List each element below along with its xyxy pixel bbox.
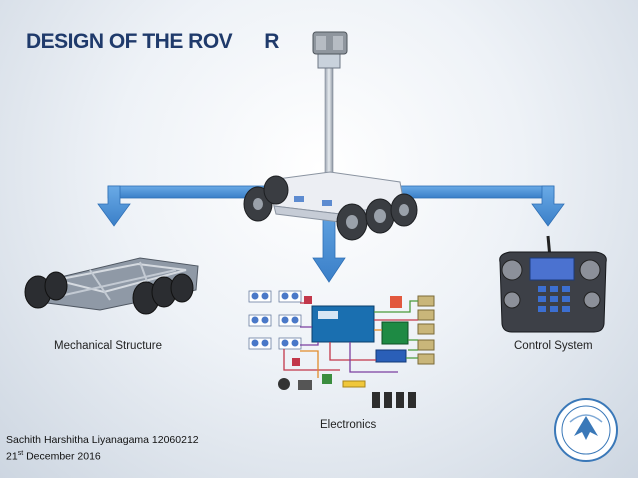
date-suffix: st bbox=[17, 450, 24, 457]
author-name: Sachith Harshitha Liyanagama 12060212 bbox=[6, 434, 199, 446]
mechanical-structure-image bbox=[24, 257, 199, 315]
label-mechanical-structure: Mechanical Structure bbox=[54, 340, 163, 352]
date-rest: December 2016 bbox=[26, 450, 101, 463]
arrow-left bbox=[97, 185, 131, 227]
slide-title: DESIGN OF THE ROV R bbox=[26, 30, 279, 54]
label-electronics: Electronics bbox=[320, 419, 377, 431]
title-text: DESIGN OF THE ROV bbox=[26, 30, 233, 53]
label-control-system: Control System bbox=[514, 340, 593, 352]
title-text-end: R bbox=[264, 30, 279, 53]
university-logo bbox=[554, 398, 618, 462]
rov-image bbox=[243, 31, 418, 241]
electronics-image bbox=[248, 290, 435, 408]
control-system-image bbox=[499, 235, 607, 333]
presentation-date: 21st December 2016 bbox=[6, 447, 199, 464]
author-info: Sachith Harshitha Liyanagama 12060212 21… bbox=[6, 433, 199, 464]
arrow-right bbox=[531, 185, 565, 227]
date-day: 21 bbox=[6, 450, 18, 463]
